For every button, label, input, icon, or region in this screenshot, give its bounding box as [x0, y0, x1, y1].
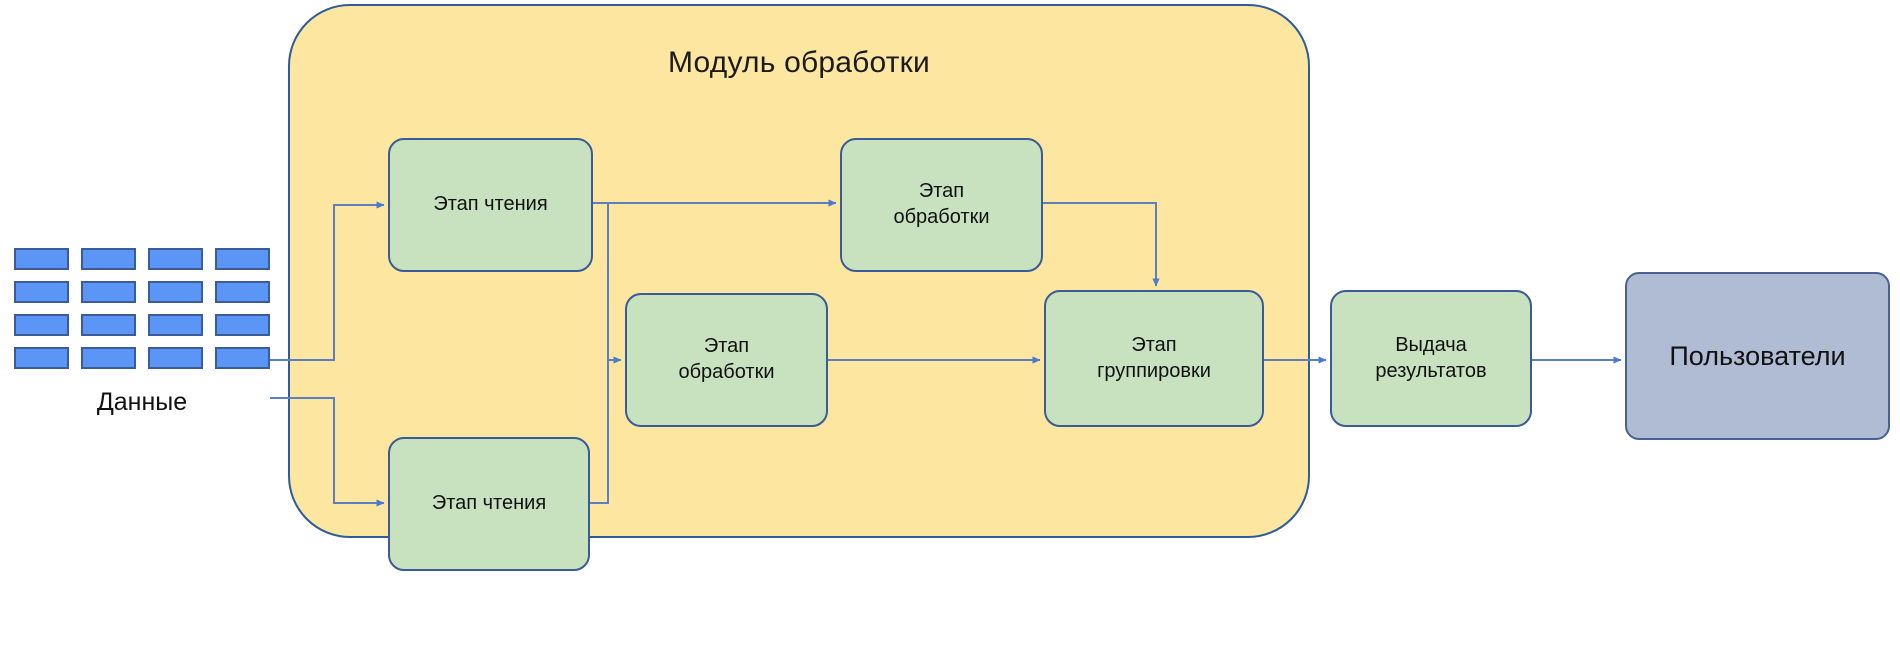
node-process-stage-top[interactable]: Этап обработки: [840, 138, 1043, 272]
data-cell: [14, 347, 69, 369]
node-label: Этап чтения: [433, 193, 548, 216]
node-label: Пользователи: [1669, 340, 1846, 371]
node-label-line1: Этап: [703, 335, 750, 358]
node-label-line1: Этап: [918, 180, 965, 203]
data-cell: [215, 347, 270, 369]
node-label: Этап обработки: [893, 179, 989, 230]
data-cell: [81, 347, 136, 369]
node-grouping-stage[interactable]: Этап группировки: [1044, 290, 1264, 427]
node-label-line2: обработки: [893, 206, 990, 228]
data-cell: [148, 281, 203, 303]
node-users[interactable]: Пользователи: [1625, 272, 1890, 440]
node-read-stage-bottom[interactable]: Этап чтения: [388, 437, 590, 571]
data-grid: [14, 248, 270, 370]
node-label: Выдача результатов: [1375, 333, 1486, 384]
node-label-line2: обработки: [678, 361, 775, 383]
data-source-label: Данные: [96, 388, 188, 416]
node-label: Этап группировки: [1097, 333, 1211, 384]
node-label-line1: Этап: [1131, 333, 1177, 356]
node-label: Этап чтения: [431, 492, 547, 515]
data-cell: [215, 314, 270, 336]
node-result-output[interactable]: Выдача результатов: [1330, 290, 1532, 427]
data-cell: [14, 248, 69, 270]
module-title: Модуль обработки: [668, 46, 930, 79]
data-cell: [81, 314, 136, 336]
data-cell: [14, 281, 69, 303]
data-cell: [81, 248, 136, 270]
data-cell: [81, 281, 136, 303]
data-cell: [148, 248, 203, 270]
node-process-stage-middle[interactable]: Этап обработки: [625, 293, 828, 427]
data-cell: [14, 314, 69, 336]
node-label: Этап обработки: [678, 334, 774, 385]
data-cell: [148, 347, 203, 369]
data-cell: [148, 314, 203, 336]
data-cell: [215, 248, 270, 270]
node-label-line2: результатов: [1375, 359, 1487, 382]
data-cell: [215, 281, 270, 303]
data-source[interactable]: Данные: [14, 248, 270, 416]
node-label-line1: Выдача: [1395, 333, 1467, 356]
node-label-line2: группировки: [1097, 359, 1211, 382]
node-read-stage-top[interactable]: Этап чтения: [388, 138, 593, 272]
